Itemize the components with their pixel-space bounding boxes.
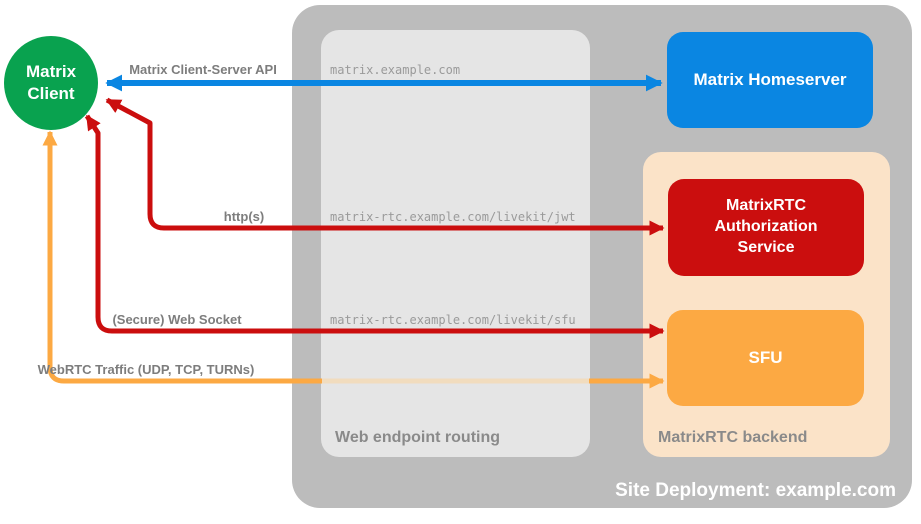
secure-web-socket-label: (Secure) Web Socket xyxy=(112,312,242,327)
webrtc-traffic-label: WebRTC Traffic (UDP, TCP, TURNs) xyxy=(37,362,255,377)
https-label: http(s) xyxy=(223,209,265,224)
sfu-node: SFU xyxy=(667,310,864,406)
site-deployment-label: Site Deployment: example.com xyxy=(615,480,896,501)
web-endpoint-routing-panel: Web endpoint routing xyxy=(321,30,590,457)
client-server-api-label: Matrix Client-Server API xyxy=(129,62,277,77)
endpoint-matrix-example-com: matrix.example.com xyxy=(330,63,461,77)
endpoint-livekit-jwt: matrix-rtc.example.com/livekit/jwt xyxy=(330,210,576,224)
endpoint-livekit-sfu: matrix-rtc.example.com/livekit/sfu xyxy=(330,313,576,327)
matrixrtc-backend-label: MatrixRTC backend xyxy=(658,429,808,446)
matrix-client-node: Matrix Client xyxy=(4,36,98,130)
web-endpoint-routing-label: Web endpoint routing xyxy=(335,429,501,446)
matrix-homeserver-node: Matrix Homeserver xyxy=(667,32,873,128)
matrixrtc-authorization-service-node: MatrixRTC Authorization Service xyxy=(668,179,864,276)
